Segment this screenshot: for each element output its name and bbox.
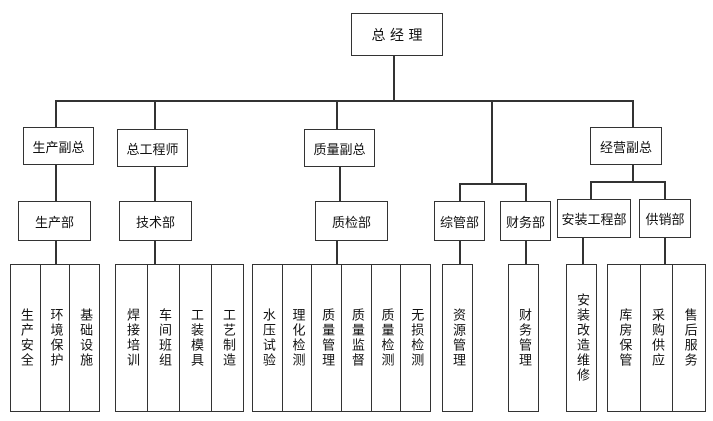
admin-units: 资源管理 <box>442 264 473 412</box>
dept-production: 生产部 <box>18 201 91 241</box>
production-units: 生产安全 环境保护 基础设施 <box>10 264 100 412</box>
connector <box>55 100 57 127</box>
unit: 售后服务 <box>681 308 697 368</box>
connector <box>632 164 634 182</box>
connector <box>590 181 592 199</box>
dept-quality: 质检部 <box>315 201 388 241</box>
unit: 焊接培训 <box>124 308 139 368</box>
connector <box>459 183 526 185</box>
connector <box>55 164 57 201</box>
connector <box>590 181 665 183</box>
connector <box>154 100 156 129</box>
vp-production: 生产副总 <box>23 127 94 165</box>
unit: 无损检测 <box>408 308 424 368</box>
connector <box>154 166 156 201</box>
unit: 理化检测 <box>289 308 305 368</box>
unit: 安装改造维修 <box>574 293 589 383</box>
unit: 车间班组 <box>156 308 171 368</box>
connector <box>393 55 395 101</box>
dept-admin: 综管部 <box>434 201 485 241</box>
connector <box>664 181 666 199</box>
connector <box>582 237 584 264</box>
vp-quality: 质量副总 <box>304 129 375 167</box>
ceo-box: 总 经 理 <box>351 13 443 56</box>
supply-units: 库房保管 采购供应 售后服务 <box>607 264 706 412</box>
connector <box>55 240 57 264</box>
dept-finance: 财务部 <box>500 201 551 241</box>
chief-engineer: 总工程师 <box>117 129 188 167</box>
connector <box>55 100 633 102</box>
dept-tech: 技术部 <box>119 201 192 241</box>
unit: 水压试验 <box>259 308 275 368</box>
vp-operations: 经营副总 <box>590 127 662 165</box>
connector <box>336 100 338 129</box>
quality-units: 水压试验 理化检测 质量管理 质量监督 质量检测 无损检测 <box>252 264 431 412</box>
unit: 基础设施 <box>77 308 93 368</box>
connector <box>459 240 461 264</box>
unit: 质量管理 <box>319 308 335 368</box>
dept-supply: 供销部 <box>639 199 691 238</box>
connector <box>491 100 493 184</box>
connector <box>632 100 634 127</box>
unit: 生产安全 <box>17 308 33 368</box>
unit: 质量检测 <box>378 308 394 368</box>
unit: 工艺制造 <box>220 308 235 368</box>
unit: 采购供应 <box>649 308 664 368</box>
unit: 库房保管 <box>616 308 632 368</box>
dept-install: 安装工程部 <box>557 199 631 238</box>
unit: 财务管理 <box>516 308 531 368</box>
connector <box>154 240 156 264</box>
connector <box>525 183 527 201</box>
connector <box>664 237 666 264</box>
unit: 资源管理 <box>450 308 465 368</box>
install-units: 安装改造维修 <box>566 264 597 412</box>
tech-units: 焊接培训 车间班组 工装模具 工艺制造 <box>115 264 244 412</box>
unit: 质量监督 <box>348 308 364 368</box>
unit: 工装模具 <box>188 308 203 368</box>
connector <box>525 240 527 264</box>
unit: 环境保护 <box>47 308 63 368</box>
connector <box>339 166 341 201</box>
connector <box>336 240 338 264</box>
finance-units: 财务管理 <box>508 264 539 412</box>
connector <box>459 183 461 201</box>
